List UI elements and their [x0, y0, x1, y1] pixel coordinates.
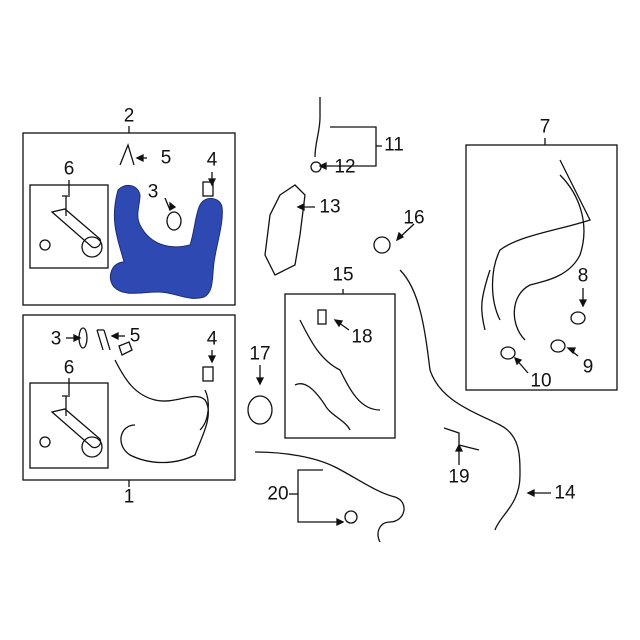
- callout-1: 1: [123, 486, 135, 508]
- callout-6-upper: 6: [63, 158, 75, 180]
- callout-5-lower: 5: [129, 325, 141, 347]
- callout-7: 7: [539, 116, 551, 138]
- callout-16: 16: [403, 207, 425, 229]
- callout-8: 8: [577, 265, 589, 287]
- callout-17: 17: [249, 343, 271, 365]
- callout-2: 2: [123, 105, 135, 127]
- callout-6-lower: 6: [63, 357, 75, 379]
- callout-19: 19: [448, 466, 470, 488]
- callout-13: 13: [319, 196, 341, 218]
- callout-4-lower: 4: [206, 328, 218, 350]
- part-6-upper: [39, 195, 103, 258]
- callout-20: 20: [267, 483, 289, 505]
- highlighted-coolant-hose-assembly: [109, 184, 223, 299]
- callout-9: 9: [582, 356, 594, 378]
- callout-14: 14: [554, 482, 576, 504]
- group-box-15: [284, 293, 396, 439]
- callout-15: 15: [332, 264, 354, 286]
- group-box-7: [465, 144, 618, 391]
- callout-18: 18: [351, 326, 373, 348]
- callout-4-upper: 4: [206, 149, 218, 171]
- callout-12: 12: [334, 156, 356, 178]
- callout-11: 11: [384, 134, 404, 156]
- callout-10: 10: [530, 370, 552, 392]
- part-6-lower: [39, 395, 103, 458]
- callout-3-lower: 3: [50, 328, 62, 350]
- callout-3-upper: 3: [147, 181, 159, 203]
- callout-5-upper: 5: [160, 147, 172, 169]
